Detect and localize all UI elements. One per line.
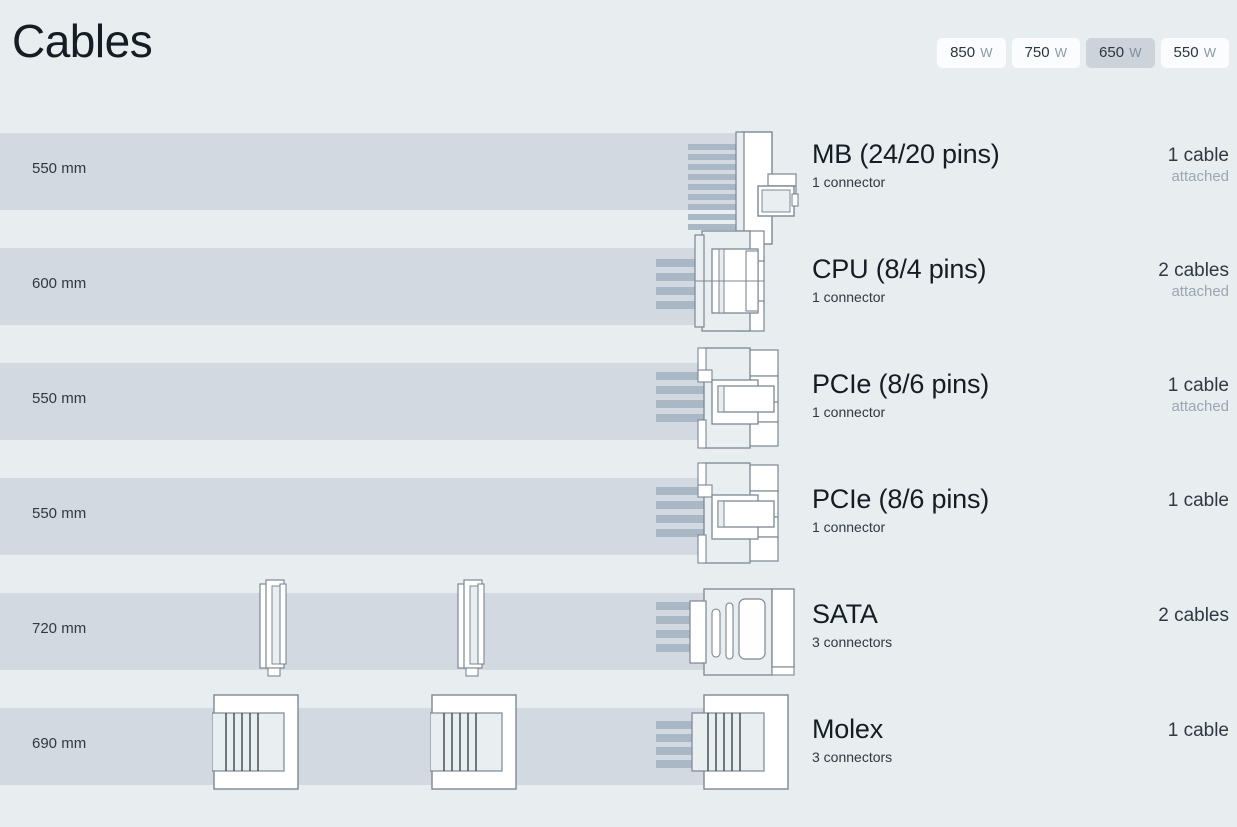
cable-row[interactable]: 550 mm PCIe (8/6 pins) 1 connector 1 cable [0, 455, 1237, 570]
cable-length: 550 mm [32, 390, 87, 407]
cable-label-block: SATA 3 connectors [812, 598, 1142, 651]
page-title: Cables [12, 15, 153, 67]
cable-title: Molex [812, 714, 884, 744]
cable-title: MB (24/20 pins) [812, 139, 1000, 169]
wattage-button-850[interactable]: 850 W [937, 38, 1006, 68]
cable-count-block: 2 cables [1039, 604, 1229, 627]
cable-attached-status: attached [1171, 398, 1229, 415]
wattage-unit: W [1129, 45, 1142, 60]
cable-label-block: CPU (8/4 pins) 1 connector [812, 253, 1142, 306]
cable-length: 720 mm [32, 620, 87, 637]
cable-band [0, 248, 760, 325]
wattage-value: 750 [1024, 44, 1050, 61]
cable-label-block: Molex 3 connectors [812, 713, 1142, 766]
cable-row[interactable]: 690 mm Molex 3 connectors 1 cable [0, 685, 1237, 800]
cable-band [0, 478, 760, 555]
cable-title: PCIe (8/6 pins) [812, 484, 990, 514]
cable-length: 550 mm [32, 505, 87, 522]
cable-count: 2 cables [1158, 260, 1229, 281]
cable-connector-count: 1 connector [812, 519, 886, 535]
cable-label-block: PCIe (8/6 pins) 1 connector [812, 368, 1142, 421]
cable-length: 690 mm [32, 735, 87, 752]
cable-row[interactable]: 550 mm MB (24/20 pins) 1 connector 1 cable a… [0, 110, 1237, 245]
wire-stubs [656, 340, 706, 455]
end-connector-mb [706, 128, 806, 248]
inline-connector-sata [454, 578, 490, 678]
cable-connector-count: 1 connector [812, 289, 886, 305]
inline-connector-molex [212, 693, 302, 793]
inline-connector-sata [256, 578, 292, 678]
wattage-value: 550 [1173, 44, 1199, 61]
cable-connector-count: 3 connectors [812, 634, 893, 650]
wire-stubs [656, 455, 706, 570]
end-connector-molex [690, 693, 794, 793]
wattage-value: 850 [950, 44, 976, 61]
cable-label-block: PCIe (8/6 pins) 1 connector [812, 483, 1142, 536]
cable-count: 1 cable [1167, 145, 1229, 166]
cable-connector-count: 1 connector [812, 174, 886, 190]
cable-attached-status: attached [1171, 168, 1229, 185]
cable-band [0, 708, 760, 785]
cable-count-block: 1 cable [1039, 489, 1229, 512]
cable-length: 600 mm [32, 275, 87, 292]
wire-stubs [656, 570, 706, 685]
wattage-button-750[interactable]: 750 W [1011, 38, 1081, 68]
cable-count: 1 cable [1167, 720, 1229, 741]
cable-row[interactable]: 550 mm PCIe (8/6 pins) 1 connector 1 cable a… [0, 340, 1237, 455]
wattage-unit: W [1054, 45, 1068, 60]
cable-count-block: 2 cables attached [1039, 259, 1229, 301]
cable-title: CPU (8/4 pins) [812, 254, 987, 284]
cable-count: 1 cable [1167, 375, 1229, 396]
end-connector-pcie [690, 344, 785, 452]
cable-row[interactable]: 600 mm CPU (8/4 pins) 1 connector 2 cables a… [0, 225, 1237, 340]
inline-connector-molex [430, 693, 520, 793]
cable-band [0, 133, 760, 210]
wattage-button-550[interactable]: 550 W [1160, 38, 1229, 68]
cable-count-block: 1 cable [1039, 719, 1229, 742]
end-connector-cpu [690, 227, 780, 337]
cable-band [0, 363, 760, 440]
wattage-value: 650 [1099, 44, 1125, 61]
cable-count-block: 1 cable attached [1039, 144, 1229, 186]
end-connector-pcie [690, 459, 785, 567]
cable-count: 2 cables [1158, 605, 1229, 626]
wire-stubs [688, 110, 748, 230]
cable-row[interactable]: 720 mm SATA 3 connectors 2 cables [0, 570, 1237, 685]
cable-title: SATA [812, 599, 878, 629]
wire-stubs [656, 685, 706, 800]
cable-label-block: MB (24/20 pins) 1 connector [812, 138, 1142, 191]
wire-stubs [656, 225, 706, 340]
cable-title: PCIe (8/6 pins) [812, 369, 990, 399]
cable-list: 550 mm MB (24/20 pins) 1 connector 1 cable a… [0, 110, 1237, 800]
wattage-unit: W [1203, 45, 1216, 60]
end-connector-sata [688, 573, 798, 683]
cable-count-block: 1 cable attached [1039, 374, 1229, 416]
cable-band [0, 593, 760, 670]
cable-connector-count: 1 connector [812, 404, 886, 420]
wattage-button-650[interactable]: 650 W [1086, 38, 1155, 68]
cable-connector-count: 3 connectors [812, 749, 893, 765]
cable-attached-status: attached [1171, 283, 1229, 300]
cable-count: 1 cable [1167, 490, 1229, 511]
wattage-unit: W [980, 45, 993, 60]
cable-length: 550 mm [32, 160, 87, 177]
